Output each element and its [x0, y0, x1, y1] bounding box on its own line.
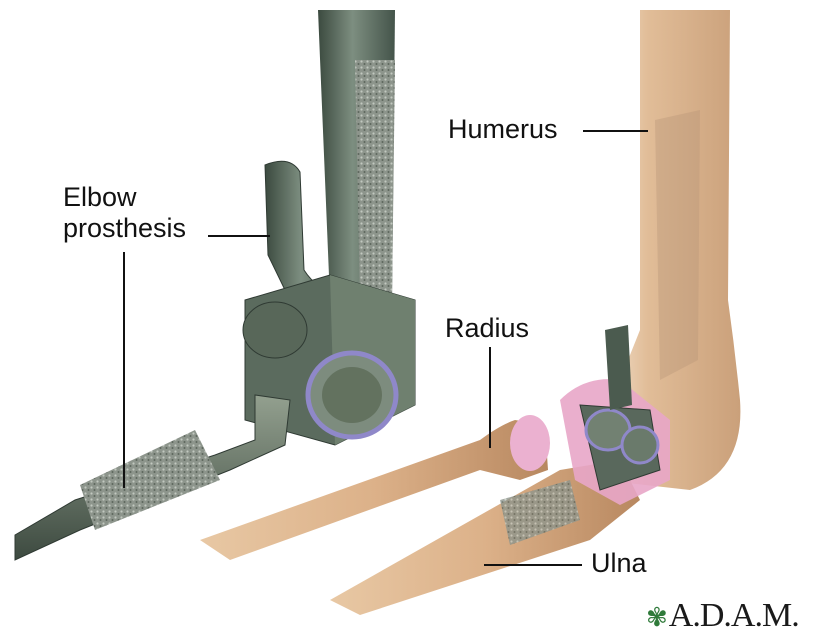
logo-text: A.D.A.M. — [669, 597, 799, 634]
humerus-label: Humerus — [448, 114, 558, 145]
elbow-label-line2: prosthesis — [63, 213, 186, 243]
elbow-prosthesis-label: Elbow prosthesis — [63, 182, 186, 244]
radius-label: Radius — [445, 313, 529, 344]
ulna-label: Ulna — [591, 548, 647, 579]
leaf-icon: ✾ — [646, 603, 667, 632]
adam-logo: ✾A.D.A.M. — [646, 598, 799, 635]
elbow-label-line1: Elbow — [63, 182, 137, 212]
